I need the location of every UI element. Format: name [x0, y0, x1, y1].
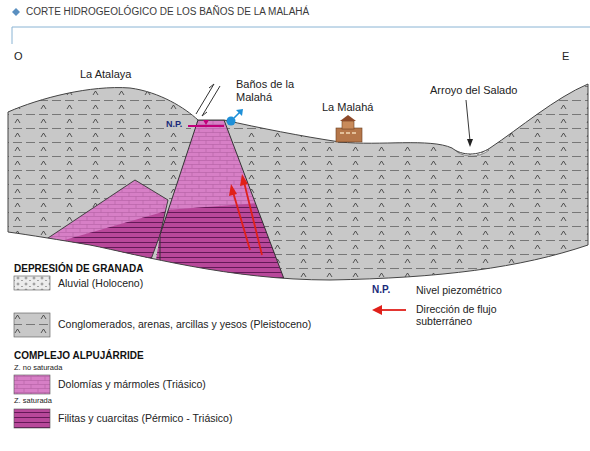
fault-outline	[160, 120, 292, 300]
dolomite-fill	[140, 115, 300, 305]
central-block	[140, 115, 300, 305]
place-name: Baños de la Malahá	[236, 78, 302, 103]
legend-pattern	[14, 313, 50, 337]
zone-label: Z. no saturada	[14, 364, 62, 373]
legend-text: Aluvial (Holoceno)	[58, 277, 143, 289]
fault-symbol	[196, 84, 220, 116]
place-name: Arroyo del Salado	[430, 84, 517, 97]
legend-text: Dirección de flujo subterráneo	[416, 303, 516, 327]
legend-flow-arrowhead	[372, 305, 382, 315]
legend-text: Dolomías y mármoles (Triásico)	[58, 378, 206, 390]
piezometric-marker	[203, 120, 209, 125]
diagram-title: CORTE HIDROGEOLÓGICO DE LOS BAÑOS DE LA …	[26, 6, 309, 18]
legend-heading: COMPLEJO ALPUJÁRRIDE	[14, 350, 144, 362]
legend-pattern	[14, 375, 50, 394]
leader-line	[466, 100, 470, 141]
legend-sample-tag: N.P.	[372, 284, 390, 296]
flow-arrowhead	[229, 184, 237, 196]
phyllite-pattern	[140, 200, 300, 305]
legend-text: Nivel piezométrico	[416, 284, 502, 296]
conglomerate-fill	[0, 60, 590, 300]
leader-arrowhead	[467, 139, 473, 147]
spring-arrowhead	[236, 109, 243, 116]
left-block-outline	[45, 180, 168, 262]
legend-pattern	[14, 409, 50, 428]
place-name: La Atalaya	[80, 68, 131, 81]
phyllite-fill	[140, 200, 300, 305]
section-outline	[8, 84, 588, 280]
geology	[0, 60, 590, 305]
village-icon	[336, 115, 362, 142]
flow-arrowhead	[240, 174, 248, 186]
frame-line	[12, 27, 590, 44]
phyllite-pattern	[40, 210, 170, 300]
piezometric-line	[188, 125, 224, 127]
zone-label: Z. saturada	[14, 397, 52, 406]
left-block	[40, 170, 180, 300]
compass-east: E	[562, 50, 569, 63]
dolomite-pattern	[140, 115, 300, 305]
legend-text: Filitas y cuarcitas (Pérmico - Triásico)	[58, 412, 232, 424]
title-bullet	[12, 8, 20, 16]
legend-text: Conglomerados, arenas, arcillas y yesos …	[58, 318, 311, 330]
compass-west: O	[14, 50, 23, 63]
legend-heading: DEPRESIÓN DE GRANADA	[14, 263, 143, 275]
fault-halfarrows	[202, 84, 214, 116]
legend-flow-arrow	[380, 309, 406, 311]
conglomerate-pattern	[0, 60, 590, 300]
flow-arrow	[233, 192, 250, 250]
flow-arrow	[244, 182, 262, 255]
place-name: La Malahá	[322, 101, 373, 114]
legend-pattern	[14, 276, 50, 290]
piezometric-tag: N.P.	[166, 119, 182, 129]
label-patch	[164, 118, 186, 131]
phyllite-fill	[40, 210, 170, 300]
